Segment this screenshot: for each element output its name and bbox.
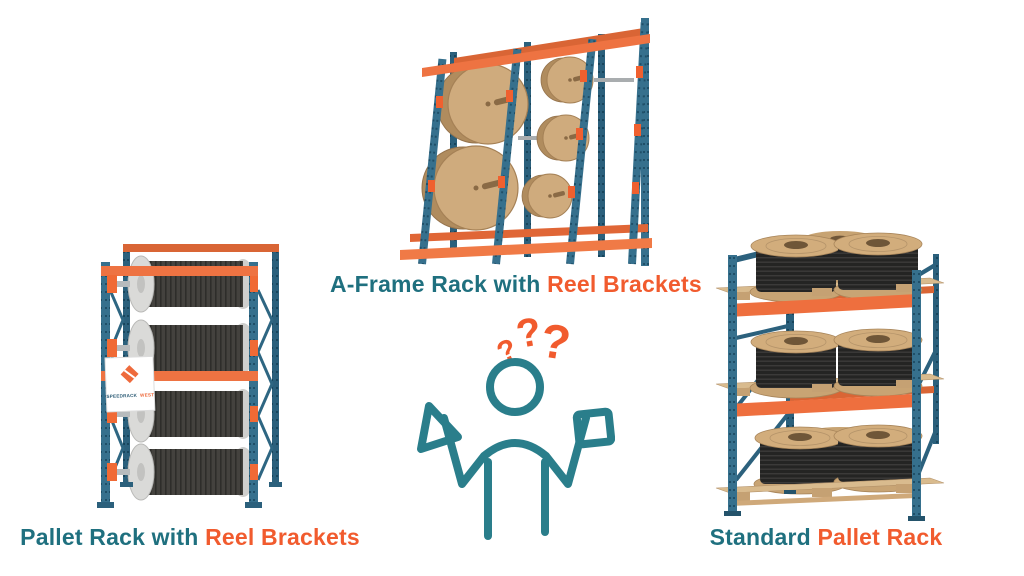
cable-coil: [833, 424, 923, 493]
sign-brand-accent: WEST: [140, 392, 154, 397]
pallet-rack-reel-illustration: SPEEDRACK WEST: [97, 244, 282, 508]
reel-brackets: [428, 66, 643, 198]
front-upright-posts: [728, 255, 921, 516]
level-bottom: [715, 424, 945, 506]
confused-person-icon: ? ? ?: [417, 309, 615, 540]
rear-base-rail: [410, 224, 648, 242]
svg-text:SPEEDRACK WEST: SPEEDRACK WEST: [106, 392, 154, 399]
standard-label-accent: Pallet Rack: [817, 524, 943, 550]
front-slanted-posts: [418, 22, 649, 265]
aframe-rack-label: A-Frame Rack with Reel Brackets: [330, 271, 702, 297]
floor-stringer: [730, 493, 916, 506]
front-beam: [728, 294, 918, 317]
standard-pallet-rack-illustration: [715, 231, 945, 521]
pallet-blocks: [730, 380, 916, 396]
cable-coil: [749, 234, 843, 303]
aframe-label-accent: Reel Brackets: [547, 271, 702, 297]
pallet-blocks: [730, 484, 916, 501]
base-feet: [97, 482, 282, 508]
pallet-reel-label-primary: Pallet Rack with: [20, 524, 199, 550]
middle-beam: [101, 371, 258, 381]
reel-4: [127, 443, 255, 501]
base-feet: [724, 490, 925, 521]
aframe-rack-illustration: [400, 18, 652, 266]
cable-coil: [749, 330, 843, 399]
wooden-reel-large-2: [421, 145, 519, 231]
diamond-logo-icon: [120, 365, 139, 384]
level-middle: [715, 328, 945, 417]
standard-label-primary: Standard: [709, 524, 811, 550]
pallet-blocks: [730, 284, 916, 300]
level-top: [715, 231, 945, 317]
wooden-reel-small-1: [540, 56, 634, 104]
reel-1: [127, 255, 255, 313]
top-beam: [101, 266, 258, 276]
aframe-label-primary: A-Frame Rack with: [330, 271, 541, 297]
front-base-rail: [400, 238, 652, 260]
person-arms-shoulders: [440, 414, 590, 488]
question-mark-large: ?: [537, 314, 574, 371]
front-beam: [728, 394, 918, 417]
standard-pallet-rack-label: Standard Pallet Rack: [692, 524, 960, 550]
brand-sign: SPEEDRACK WEST: [104, 355, 156, 413]
wooden-reel-small-3: [521, 173, 573, 219]
square-shape: [572, 407, 615, 449]
pallet-rack-reel-label: Pallet Rack with Reel Brackets: [8, 524, 372, 550]
person-head: [486, 358, 544, 416]
front-top-beam: [422, 34, 650, 77]
reel-bracket-hardware: [107, 275, 258, 481]
pallet-reel-label-accent: Reel Brackets: [205, 524, 360, 550]
triangle-shape: [417, 402, 462, 453]
person-outline: [417, 358, 615, 540]
cable-coil: [833, 328, 923, 397]
sign-brand-primary: SPEEDRACK: [106, 393, 137, 399]
floor-pallet: [715, 477, 945, 494]
